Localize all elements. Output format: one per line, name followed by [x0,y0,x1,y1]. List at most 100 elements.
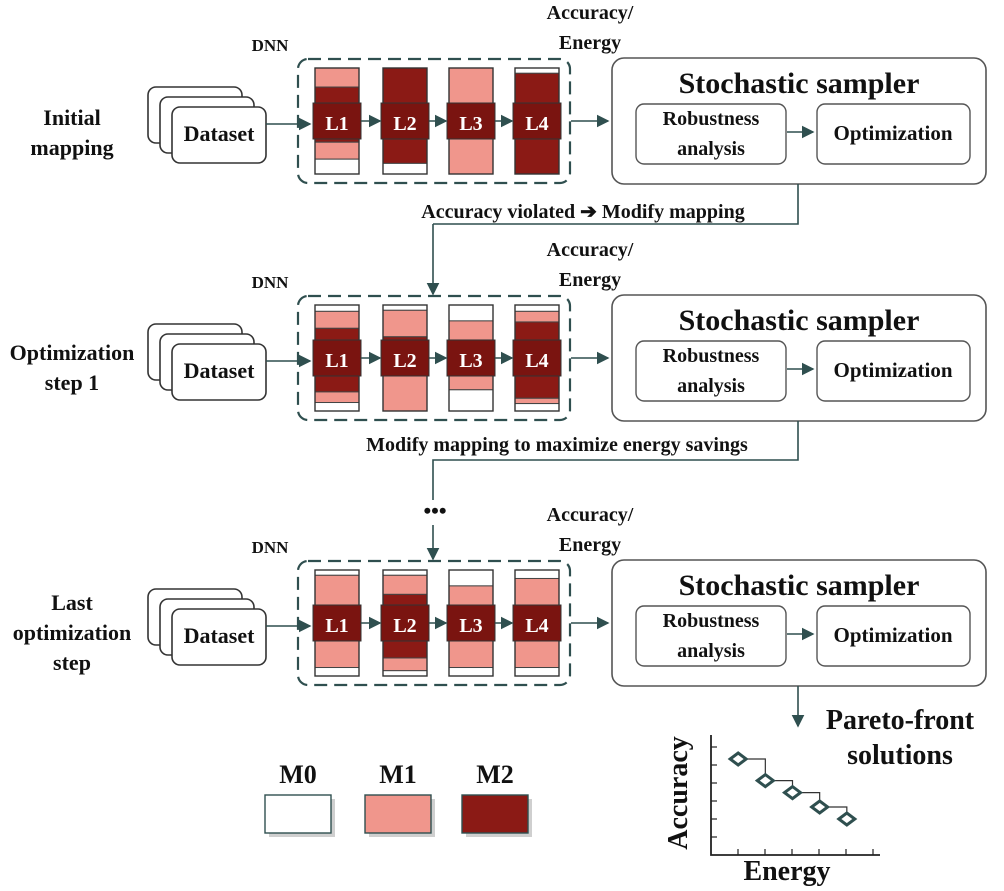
layer-label-box [512,339,562,377]
pareto-point [809,799,831,815]
layer-label: L3 [459,350,482,372]
legend-label: M2 [476,760,514,789]
pareto-title: solutions [847,740,953,771]
layer-segment-m0 [514,67,560,74]
dnn-label: DNN [252,36,290,55]
pareto-title: Pareto-front [826,705,975,736]
layer-segment-m1 [514,638,560,669]
layer-segment-m0 [314,304,360,312]
layer-column: L2 [380,304,430,412]
dataset-label: Dataset [184,358,256,383]
robustness-analysis-box [635,340,787,402]
stage-label: Initial [43,105,100,130]
layer-label-box [312,102,362,140]
dnn-label: DNN [252,538,290,557]
legend-swatch-m2 [461,794,529,834]
robustness-analysis-label: Robustness [663,345,760,367]
dataset-label: Dataset [184,623,256,648]
layer-segment-m1 [514,577,560,608]
metric-label: Energy [559,534,621,556]
layer-segment-m1 [448,585,494,608]
stage-label: step 1 [45,370,99,395]
layer-segment-m0 [382,162,428,175]
layer-segment-m1 [448,320,494,341]
ellipsis: ••• [423,498,446,523]
pareto-point [727,751,749,767]
layer-column: L3 [446,67,496,175]
layer-segment-m1 [382,574,428,595]
layer-segment-m1 [448,133,494,175]
layer-segment-m1 [314,391,360,404]
pareto-point [782,784,803,801]
layer-segment-m0 [514,569,560,579]
layer-segment-m0 [514,667,560,677]
dnn-box [296,57,572,185]
layer-column: L1 [312,569,362,677]
robustness-analysis-label: analysis [677,640,745,662]
layer-column: L2 [380,569,430,677]
layer-label: L2 [393,350,416,372]
dataset-card [171,608,267,666]
layer-column: L1 [312,67,362,175]
layer-label: L3 [459,615,482,637]
layer-segment-m1 [382,657,428,672]
layer-column: L4 [512,304,562,412]
connector-line [433,184,799,225]
layer-segment-m0 [448,304,494,322]
optimization-box [816,340,971,402]
layer-segment-m0 [382,670,428,677]
pareto-point [836,811,858,827]
pareto-x-label: Energy [743,856,830,886]
robustness-analysis-box [635,103,787,165]
dnn-label: DNN [252,273,290,292]
transition-label: Modify mapping to maximize energy saving… [366,434,748,456]
optimization-label: Optimization [834,623,953,647]
layer-column: L4 [512,569,562,677]
layer-segment-m0 [514,304,560,312]
layer-segment-m0 [448,389,494,412]
layer-column: L4 [512,67,562,175]
layer-segment-m0 [448,667,494,677]
layer-label: L4 [525,350,548,372]
layer-label-box [446,604,496,642]
robustness-analysis-label: analysis [677,375,745,397]
robustness-analysis-label: analysis [677,138,745,160]
robustness-analysis-label: Robustness [663,108,760,130]
layer-column: L1 [312,304,362,412]
stochastic-sampler-title: Stochastic sampler [679,304,920,337]
metric-label: Energy [559,32,621,54]
metric-label: Accuracy/ [547,2,634,24]
layer-label: L2 [393,615,416,637]
dnn-box [296,294,572,422]
layer-segment-m1 [314,141,360,160]
layer-label: L2 [393,113,416,135]
layer-column: L2 [380,67,430,175]
layer-label-box [512,102,562,140]
pareto-point [754,772,776,789]
layer-segment-m0 [448,569,494,587]
layer-label: L4 [525,615,548,637]
layer-segment-m0 [382,569,428,576]
layer-label: L1 [325,615,348,637]
stochastic-sampler-title: Stochastic sampler [679,569,920,602]
stage-label: mapping [30,135,113,160]
layer-segment-m1 [448,67,494,106]
legend-label: M0 [279,760,317,789]
layer-segment-m0 [314,667,360,677]
layer-segment-m1 [382,309,428,338]
legend-item: M0 [264,760,335,837]
optimization-box [816,103,971,165]
layer-segment-m0 [382,304,428,311]
connector-line [432,421,799,500]
legend-item: M1 [364,760,435,837]
stochastic-sampler-title: Stochastic sampler [679,67,920,100]
layer-label: L4 [525,113,548,135]
stage-label: Optimization [10,340,135,365]
stage-label: optimization [13,620,132,645]
pareto-axes [710,735,880,856]
metric-label: Accuracy/ [547,504,634,526]
